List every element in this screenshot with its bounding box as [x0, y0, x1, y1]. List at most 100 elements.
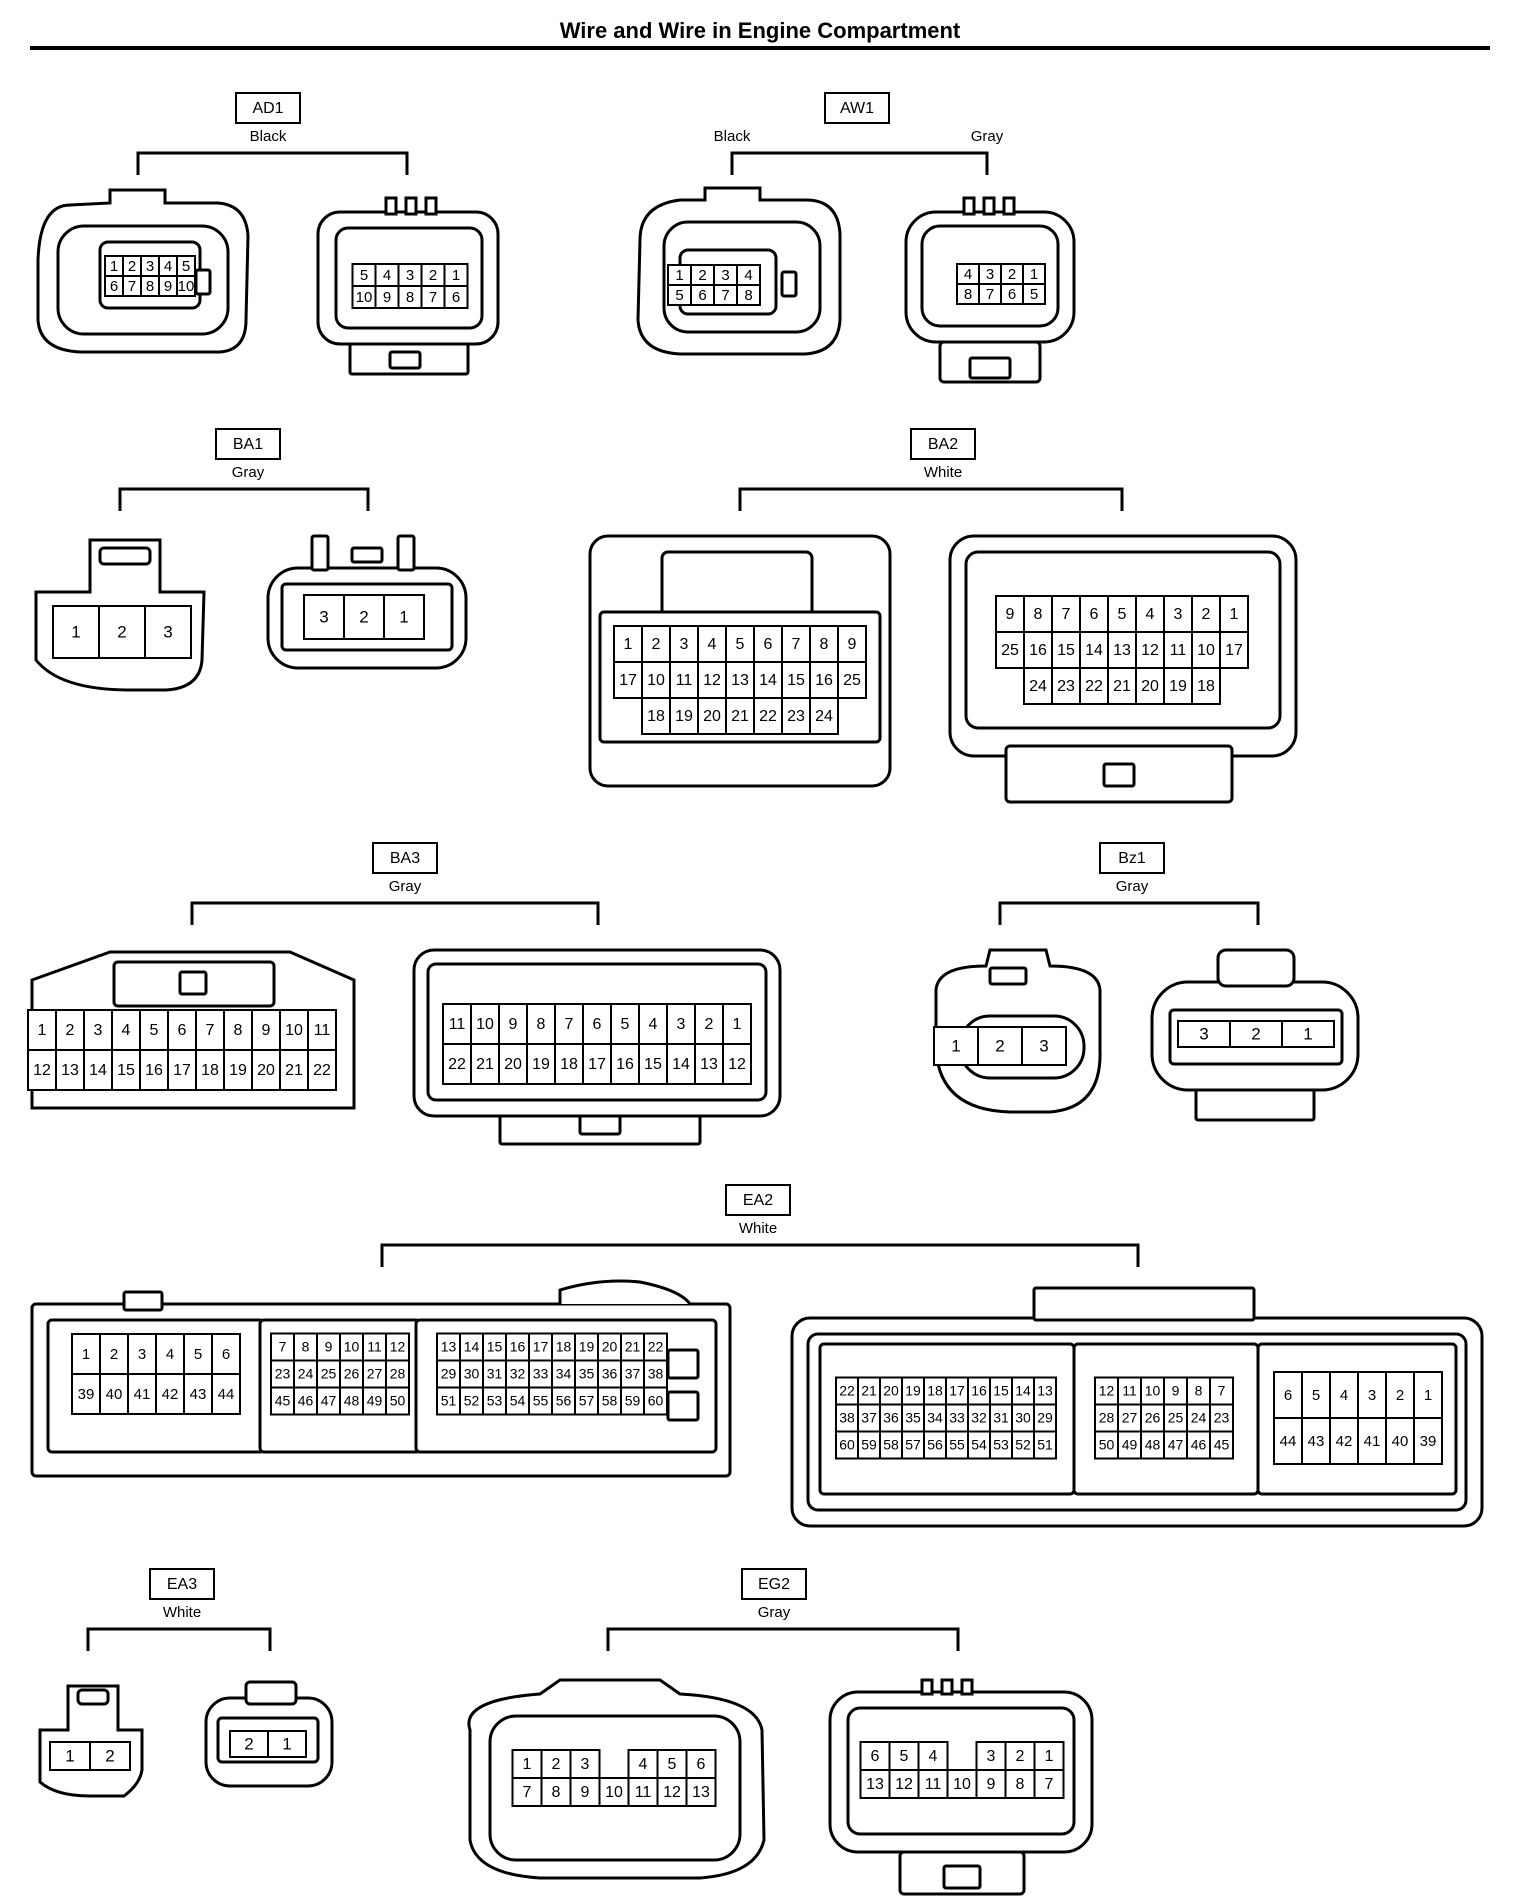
- pin-cell: [1209, 1430, 1234, 1460]
- pin-tab: [982, 196, 996, 216]
- pin-number: 6: [1284, 1387, 1292, 1404]
- lock-hood: [558, 1279, 692, 1305]
- pin-number: 14: [89, 1062, 107, 1079]
- pin-cell: [55, 1009, 85, 1051]
- lock-bracket: [1194, 1088, 1316, 1122]
- pin-number: 40: [106, 1386, 123, 1403]
- pin-number: 55: [949, 1437, 965, 1453]
- connector-color: White: [739, 1220, 777, 1237]
- lock-rib: [310, 534, 330, 572]
- pin-number: 8: [1016, 1776, 1025, 1793]
- pin-number: 57: [579, 1393, 595, 1409]
- lock-latch: [98, 546, 152, 566]
- pin-cell: [1385, 1371, 1415, 1419]
- pin-number: 53: [993, 1437, 1009, 1453]
- pin-cell: [722, 1043, 752, 1085]
- pin-number: 6: [1008, 286, 1016, 303]
- pin-cell: [139, 1049, 169, 1091]
- lock-tab: [1032, 1286, 1256, 1322]
- connector-id-box: [372, 842, 438, 874]
- connector-id-box: [910, 428, 976, 460]
- connector-color: Gray: [1116, 878, 1149, 895]
- connector-color: Gray: [971, 128, 1004, 145]
- pin-number: 50: [1099, 1437, 1115, 1453]
- pin-number: 24: [1191, 1410, 1207, 1426]
- pin-number: 9: [325, 1339, 333, 1355]
- pin-number: 59: [625, 1393, 641, 1409]
- pin-cell: [725, 697, 755, 735]
- pin-cell: [725, 625, 755, 663]
- pin-number: 4: [383, 267, 391, 284]
- pin-number: 42: [162, 1386, 179, 1403]
- pin-number: 46: [1191, 1437, 1207, 1453]
- pin-number: 16: [145, 1062, 163, 1079]
- pin-number: 56: [556, 1393, 572, 1409]
- pin-cell: [223, 1049, 253, 1091]
- pin-number: 6: [110, 278, 118, 295]
- pin-number: 52: [464, 1393, 480, 1409]
- pin-number: 21: [861, 1383, 877, 1399]
- pin-cell: [83, 1009, 113, 1051]
- pin-cell: [837, 661, 867, 699]
- pin-number: 9: [1006, 606, 1015, 623]
- pin-cell: [526, 1003, 556, 1045]
- pin-number: 34: [556, 1366, 572, 1382]
- pin-number: 2: [705, 1016, 714, 1033]
- pin-cell: [211, 1333, 241, 1375]
- pin-number: 21: [625, 1339, 641, 1355]
- pin-cell: [1301, 1417, 1331, 1465]
- lock-latch: [988, 966, 1028, 986]
- pin-number: 5: [668, 1756, 677, 1773]
- pin-cell: [27, 1049, 57, 1091]
- pin-number: 9: [509, 1016, 518, 1033]
- pin-number: 14: [1015, 1383, 1031, 1399]
- pin-number: 5: [621, 1016, 630, 1033]
- pin-number: 48: [1145, 1437, 1161, 1453]
- pin-number: 13: [1037, 1383, 1053, 1399]
- pin-number: 17: [588, 1056, 606, 1073]
- pin-number: 7: [206, 1022, 215, 1039]
- bracket-line: [730, 151, 989, 175]
- pin-number: 29: [1037, 1410, 1053, 1426]
- pin-cell: [55, 1049, 85, 1091]
- pin-number: 38: [648, 1366, 664, 1382]
- pin-tab: [384, 196, 398, 216]
- title-rule: [30, 46, 1490, 50]
- pin-number: 5: [182, 258, 190, 275]
- pin-cell: [49, 1741, 91, 1771]
- pin-number: 36: [883, 1410, 899, 1426]
- pin-cell: [1022, 283, 1046, 305]
- pin-number: 15: [644, 1056, 662, 1073]
- pin-number: 42: [1336, 1433, 1353, 1450]
- pin-number: 4: [164, 258, 172, 275]
- pin-number: 20: [1141, 678, 1159, 695]
- pin-cell: [443, 285, 469, 309]
- lock-frame: [244, 1680, 298, 1706]
- lock-rib: [396, 534, 416, 572]
- pin-number: 2: [652, 636, 661, 653]
- pin-number: 31: [487, 1366, 503, 1382]
- pin-number: 1: [733, 1016, 742, 1033]
- lock-latch: [178, 970, 208, 996]
- pin-number: 2: [244, 1734, 253, 1753]
- pin-cell: [1079, 667, 1109, 705]
- pin-cell: [279, 1009, 309, 1051]
- pin-number: 3: [987, 1748, 996, 1765]
- pin-number: 3: [1174, 606, 1183, 623]
- pin-number: 7: [986, 286, 994, 303]
- pin-number: 5: [150, 1022, 159, 1039]
- pin-number: 8: [302, 1339, 310, 1355]
- pin-number: 3: [406, 267, 414, 284]
- pin-cell: [859, 1741, 891, 1771]
- pin-cell: [641, 625, 671, 663]
- pin-number: 18: [647, 708, 665, 725]
- pin-cell: [1219, 595, 1249, 633]
- pin-number: 4: [964, 266, 972, 283]
- pin-cell: [303, 594, 345, 640]
- pin-cell: [643, 1386, 668, 1416]
- pin-tab: [960, 1678, 974, 1696]
- pin-cell: [917, 1769, 949, 1799]
- pin-number: 13: [1113, 642, 1131, 659]
- pin-number: 55: [533, 1393, 549, 1409]
